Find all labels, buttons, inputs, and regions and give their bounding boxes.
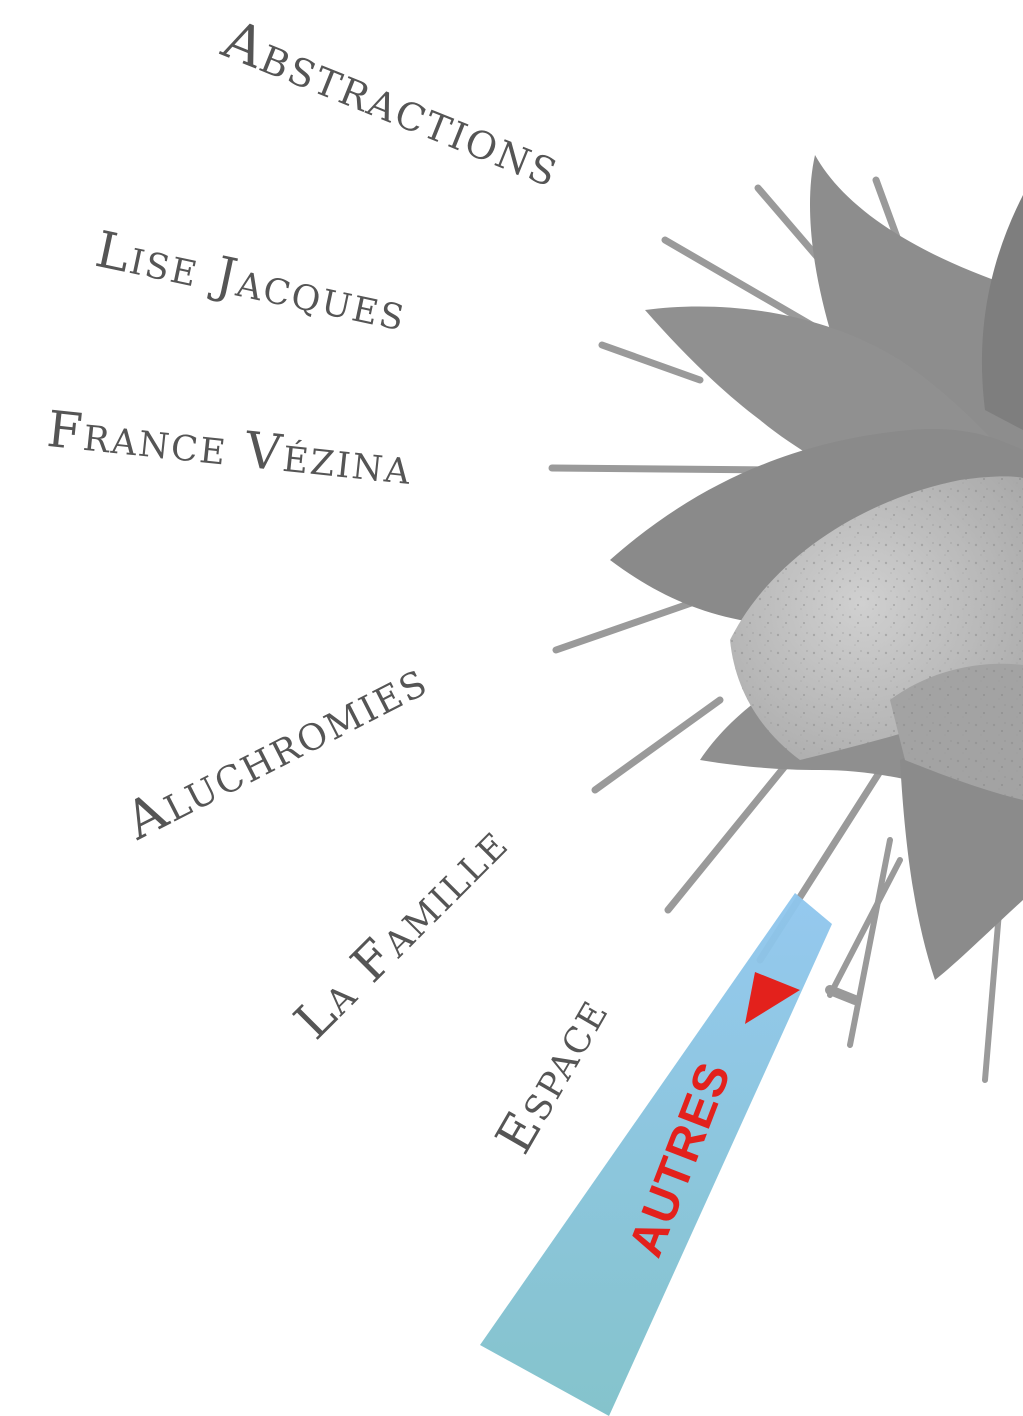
flower-petals <box>610 155 1023 980</box>
